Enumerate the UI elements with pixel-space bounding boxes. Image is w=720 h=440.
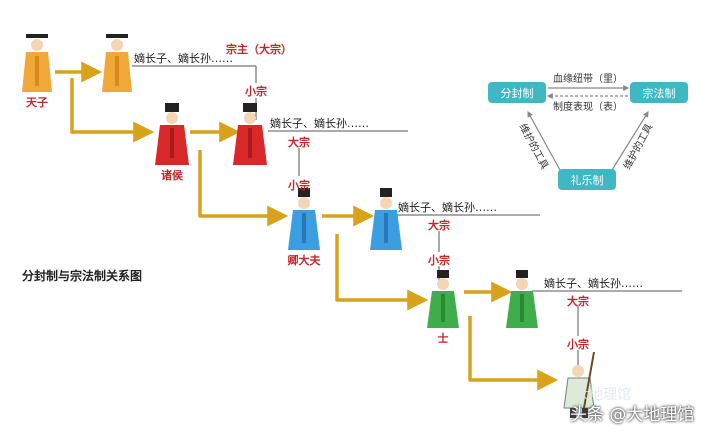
heir-lines [132, 65, 682, 366]
diagram-caption: 分封制与宗法制关系图 [22, 269, 143, 283]
node-liyue [558, 169, 616, 190]
rank-zhuhou-label: 诸侯 [161, 168, 184, 182]
rank-tianzi-label: 天子 [26, 96, 48, 109]
figure-zhuhou [155, 103, 189, 165]
node-zongfa [630, 82, 688, 103]
heirs-label-2: 嫡长子、嫡长孙…… [270, 116, 369, 130]
xiaozong-label-4: 小宗 [566, 337, 589, 351]
xiaozong-label-1: 小宗 [244, 84, 267, 98]
dazong-label-4: 大宗 [567, 294, 589, 308]
figure-min [563, 351, 595, 418]
node-liyue-label: 礼乐制 [571, 173, 604, 187]
triangle-top-label: 血缘纽带（里） [553, 72, 623, 85]
heirs-label-1: 嫡长子、嫡长孙…… [134, 51, 233, 65]
flow-arrows [55, 61, 559, 391]
arrow-zhuhou-qingdafu [198, 150, 289, 227]
rank-labels: 天子 诸侯 卿大夫 士 [26, 96, 449, 345]
zongzhu-label: 宗主（大宗） [226, 42, 292, 56]
figure-shi [427, 270, 459, 328]
rank-shi-label: 士 [438, 331, 449, 345]
figure-shi-heir [506, 270, 538, 328]
arrow-qingdafu-shi [335, 234, 429, 311]
triangle-bottom-label: 制度表现（表） [553, 100, 623, 113]
arrow-shi-min [468, 316, 559, 391]
node-zongfa-label: 宗法制 [643, 86, 676, 100]
watermark: 头条 @大地理馆 [570, 405, 695, 425]
node-fenfeng-label: 分封制 [501, 86, 534, 100]
dazong-label-2: 大宗 [288, 135, 310, 149]
figure-qingdafu [288, 188, 320, 250]
heirs-label-3: 嫡长子、嫡长孙…… [398, 200, 497, 214]
rank-qingdafu-label: 卿大夫 [288, 253, 322, 267]
figure-tianzi [22, 34, 52, 92]
xiaozong-label-2: 小宗 [287, 178, 310, 192]
watermark-logo: 大地理馆 [575, 387, 631, 403]
figure-tianzi-heir [102, 34, 132, 92]
system-triangle: 分封制 宗法制 礼乐制 血缘纽带（里） 制度表现（表） 维护的工具 维护的工具 [488, 72, 688, 190]
figure-zhuhou-heir [233, 103, 267, 165]
arrow-tianzi-zhuhou [70, 78, 155, 143]
figure-qingdafu-heir [370, 188, 402, 250]
heirs-label-4: 嫡长子、嫡长孙…… [544, 276, 643, 290]
node-fenfeng [488, 82, 546, 103]
lineage-labels: 嫡长子、嫡长孙…… 宗主（大宗） 小宗 嫡长子、嫡长孙…… 大宗 小宗 嫡长子、… [134, 42, 643, 351]
dazong-label-3: 大宗 [428, 218, 450, 232]
xiaozong-label-3: 小宗 [427, 253, 450, 267]
